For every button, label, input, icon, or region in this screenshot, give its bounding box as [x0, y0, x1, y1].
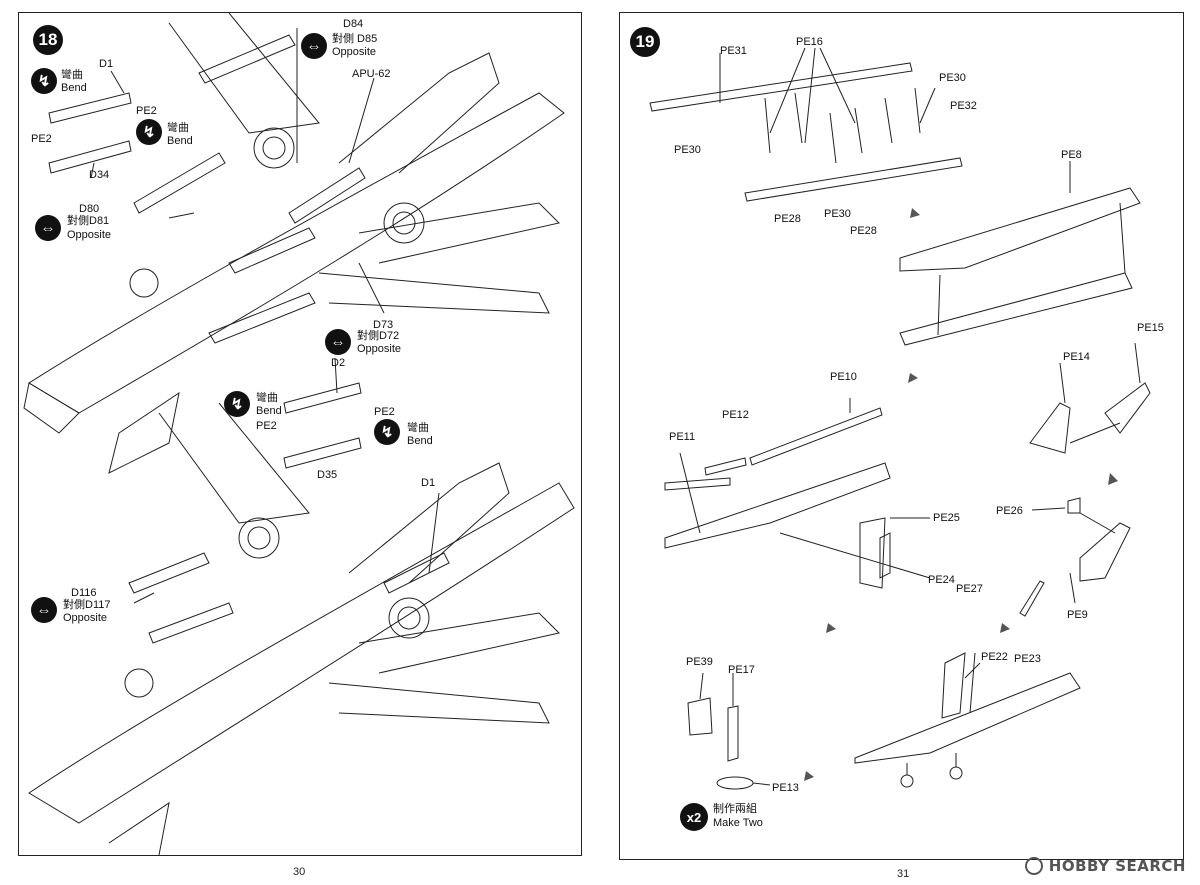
- watermark-text: HOBBY SEARCH: [1048, 857, 1186, 875]
- part-label-pe12: PE12: [722, 409, 749, 421]
- make-two-count: x2: [686, 809, 702, 825]
- bend-label-en: Bend: [61, 82, 87, 94]
- bend-label-en: Bend: [167, 135, 193, 147]
- instruction-panel-step-18: 18 D84 ⇔ 對側 D85 Opposite APU-62 D1 ↯ 彎曲 …: [18, 12, 582, 856]
- part-label-pe2: PE2: [374, 406, 395, 418]
- bend-icon: ↯: [136, 119, 162, 145]
- part-label-pe22: PE22: [981, 651, 1008, 663]
- part-label-pe31: PE31: [720, 45, 747, 57]
- part-label-pe30: PE30: [939, 72, 966, 84]
- watermark-logo-icon: [1024, 857, 1043, 875]
- part-label-d34: D34: [89, 169, 110, 181]
- part-label-d1: D1: [421, 477, 436, 489]
- bend-label-cn: 彎曲: [256, 392, 278, 404]
- boarding-ladder-illustration: [649, 47, 1151, 790]
- part-label-pe28: PE28: [850, 225, 877, 237]
- opposite-label: Opposite: [67, 229, 112, 241]
- part-label-pe8: PE8: [1061, 149, 1082, 161]
- part-label-d117: 對側D117: [63, 599, 111, 611]
- aircraft-illustration-step-18: [23, 13, 575, 855]
- bend-icon: ↯: [224, 391, 250, 417]
- part-label-pe39: PE39: [686, 656, 713, 668]
- part-label-pe32: PE32: [950, 100, 977, 112]
- bend-icon: ↯: [31, 68, 57, 94]
- part-label-pe2: PE2: [31, 133, 52, 145]
- part-label-pe17: PE17: [728, 664, 755, 676]
- part-label-d116: D116: [71, 587, 97, 599]
- part-label-pe30: PE30: [824, 208, 851, 220]
- opposite-label: Opposite: [63, 612, 108, 624]
- part-label-pe28: PE28: [774, 213, 801, 225]
- step-number-badge: 19: [630, 27, 660, 57]
- part-label-d72: 對側D72: [357, 330, 400, 342]
- part-label-pe23: PE23: [1014, 653, 1041, 665]
- bend-label-cn: 彎曲: [167, 122, 189, 134]
- make-two-label-en: Make Two: [713, 817, 763, 829]
- part-label-d73: D73: [373, 319, 394, 331]
- part-label-pe11: PE11: [669, 431, 696, 443]
- step-number-badge: 18: [33, 25, 63, 55]
- make-two-badge: x2: [680, 803, 708, 831]
- watermark: HOBBY SEARCH: [1024, 857, 1186, 875]
- bend-label-cn: 彎曲: [61, 69, 83, 81]
- page-number: 30: [293, 866, 306, 878]
- part-label-pe13: PE13: [772, 782, 799, 794]
- part-label-pe26: PE26: [996, 505, 1023, 517]
- opposite-side-icon: ⇔: [325, 329, 351, 355]
- part-label-pe2: PE2: [256, 420, 277, 432]
- part-label-pe16: PE16: [796, 36, 823, 48]
- opposite-label: Opposite: [357, 343, 402, 355]
- bend-label-en: Bend: [256, 405, 282, 417]
- bend-icon: ↯: [374, 419, 400, 445]
- opposite-side-icon: ⇔: [31, 597, 57, 623]
- part-label-d1: D1: [99, 58, 114, 70]
- step-number: 18: [38, 30, 58, 49]
- part-label-d35: D35: [317, 469, 338, 481]
- part-label-pe25: PE25: [933, 512, 960, 524]
- part-label-pe9: PE9: [1067, 609, 1088, 621]
- bend-label-cn: 彎曲: [407, 422, 429, 434]
- part-label-pe30: PE30: [674, 144, 701, 156]
- part-label-pe2: PE2: [136, 105, 157, 117]
- step-number: 19: [635, 32, 655, 51]
- part-label-pe27: PE27: [956, 583, 983, 595]
- part-label-d80: D80: [79, 203, 100, 215]
- opposite-label: Opposite: [332, 46, 377, 58]
- page-number: 31: [897, 868, 910, 880]
- opposite-side-icon: ⇔: [35, 215, 61, 241]
- make-two-label-cn: 制作兩組: [713, 803, 757, 815]
- part-label-pe14: PE14: [1063, 351, 1090, 363]
- opposite-side-icon: ⇔: [301, 33, 327, 59]
- instruction-panel-step-19: 19 PE31 PE16 PE30 PE32 PE30 PE28 PE30 PE…: [619, 12, 1184, 860]
- part-label-pe24: PE24: [928, 574, 955, 586]
- part-label-d2: D2: [331, 357, 346, 369]
- bend-label-en: Bend: [407, 435, 433, 447]
- part-label-d85: 對側 D85: [332, 33, 378, 45]
- part-label-apu62: APU-62: [352, 68, 391, 80]
- part-label-pe15: PE15: [1137, 322, 1164, 334]
- part-label-d81: 對側D81: [67, 215, 110, 227]
- part-label-d84: D84: [343, 18, 364, 30]
- part-label-pe10: PE10: [830, 371, 857, 383]
